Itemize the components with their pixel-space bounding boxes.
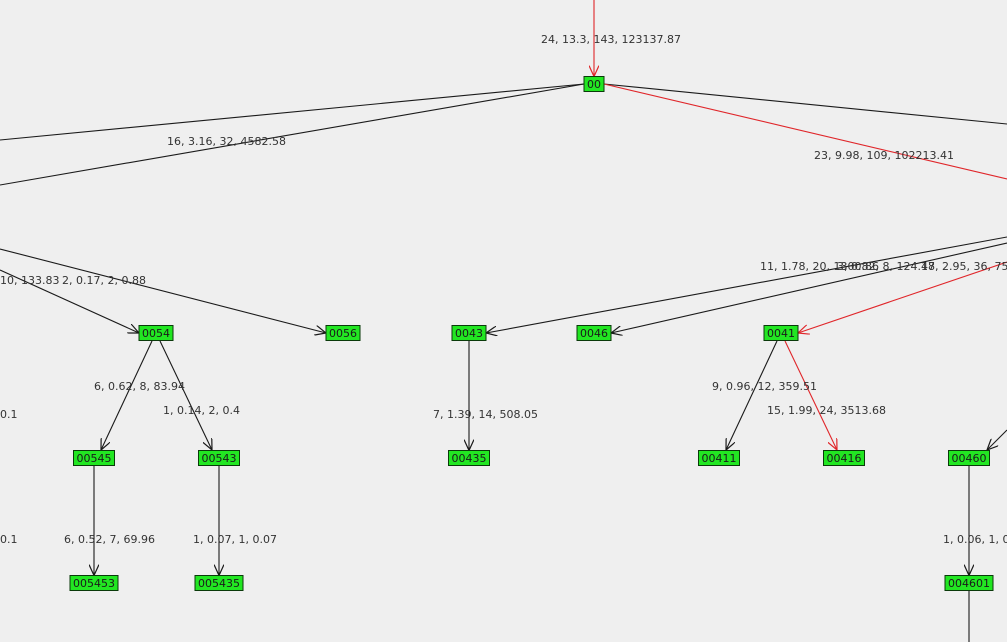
- node-box: [823, 450, 865, 466]
- edge-0054-00545: [101, 340, 153, 450]
- edge-label-0041-00411: 9, 0.96, 12, 359.51: [712, 380, 817, 393]
- edge-label-left-edge-1: 0.1: [0, 408, 18, 421]
- edge-label-0043-00435: 7, 1.39, 14, 508.05: [433, 408, 538, 421]
- node-label: 00411: [702, 452, 737, 465]
- edge-label-in-00: 24, 13.3, 143, 123137.87: [541, 33, 681, 46]
- node-0041[interactable]: 0041: [763, 325, 799, 341]
- edge-right-0041: [798, 261, 1007, 333]
- node-0056[interactable]: 0056: [325, 325, 361, 341]
- node-label: 00435: [452, 452, 487, 465]
- edge-label-left-lower: 16, 3.16, 32, 4582.58: [167, 135, 286, 148]
- node-box: [198, 450, 240, 466]
- node-00435[interactable]: 00435: [448, 450, 490, 466]
- edge-label-right-lower: 23, 9.98, 109, 102213.41: [814, 149, 954, 162]
- edge-label-right-b: 3, 0.82, 8, 124.48: [837, 260, 935, 273]
- node-label: 005435: [198, 577, 240, 590]
- edge-label-0054-00545: 6, 0.62, 8, 83.94: [94, 380, 185, 393]
- edge-label-right-a: 11, 1.78, 20, 1300.86: [760, 260, 879, 273]
- edge-0054-00543: [159, 340, 212, 450]
- node-005435[interactable]: 005435: [194, 575, 244, 591]
- node-label: 00: [587, 78, 601, 91]
- node-box: [698, 450, 740, 466]
- edge-label-00460-004601: 1, 0.06, 1, 0: [943, 533, 1007, 546]
- node-box: [944, 575, 994, 591]
- edge-label-0041-00416: 15, 1.99, 24, 3513.68: [767, 404, 886, 417]
- node-box: [763, 325, 799, 341]
- edge-label-left-a: 10, 133.83: [0, 274, 59, 287]
- node-00545[interactable]: 00545: [73, 450, 115, 466]
- edge-labels-layer: 24, 13.3, 143, 123137.87 16, 3.16, 32, 45…: [0, 33, 1007, 546]
- node-label: 00460: [952, 452, 987, 465]
- node-box: [576, 325, 612, 341]
- node-box: [325, 325, 361, 341]
- node-00543[interactable]: 00543: [198, 450, 240, 466]
- node-box: [451, 325, 487, 341]
- edge-00-right-upper: [603, 83, 1007, 125]
- node-box: [583, 76, 605, 92]
- edge-label-00545-005453: 6, 0.52, 7, 69.96: [64, 533, 155, 546]
- node-label: 0043: [455, 327, 483, 340]
- node-label: 00545: [77, 452, 112, 465]
- edge-label-right-c: 17, 2.95, 36, 757: [921, 260, 1007, 273]
- node-box: [73, 450, 115, 466]
- node-00416[interactable]: 00416: [823, 450, 865, 466]
- node-0046[interactable]: 0046: [576, 325, 612, 341]
- node-label: 004601: [948, 577, 990, 590]
- edge-label-00543-005435: 1, 0.07, 1, 0.07: [193, 533, 277, 546]
- node-label: 00543: [202, 452, 237, 465]
- edge-label-left-b: 2, 0.17, 2, 0.88: [62, 274, 146, 287]
- edge-right-0046: [611, 242, 1007, 333]
- node-004601[interactable]: 004601: [944, 575, 994, 591]
- node-box: [69, 575, 119, 591]
- edge-0041-00416: [784, 340, 837, 450]
- nodes-layer: 00 0054 0056 0043 0046 0041 00545 00543 00435 004…: [69, 76, 994, 591]
- edge-left-0054: [0, 269, 139, 333]
- edge-right-00460: [987, 429, 1007, 450]
- edge-0041-00411: [726, 340, 778, 450]
- node-00460[interactable]: 00460: [948, 450, 990, 466]
- node-box: [948, 450, 990, 466]
- node-label: 0046: [580, 327, 608, 340]
- node-00[interactable]: 00: [583, 76, 605, 92]
- node-0054[interactable]: 0054: [138, 325, 174, 341]
- node-box: [194, 575, 244, 591]
- node-00411[interactable]: 00411: [698, 450, 740, 466]
- node-0043[interactable]: 0043: [451, 325, 487, 341]
- node-box: [138, 325, 174, 341]
- edge-right-0043: [486, 236, 1007, 333]
- node-005453[interactable]: 005453: [69, 575, 119, 591]
- node-label: 005453: [73, 577, 115, 590]
- edge-label-0054-00543: 1, 0.14, 2, 0.4: [163, 404, 240, 417]
- edge-left-0056: [0, 248, 326, 333]
- node-label: 00416: [827, 452, 862, 465]
- node-label: 0054: [142, 327, 170, 340]
- node-box: [448, 450, 490, 466]
- node-label: 0041: [767, 327, 795, 340]
- node-label: 0056: [329, 327, 357, 340]
- edge-00-left-upper: [0, 83, 585, 141]
- edge-00-left-lower: [0, 83, 585, 186]
- edge-label-left-edge-2: 0.1: [0, 533, 18, 546]
- edge-00-right-lower: [603, 83, 1007, 180]
